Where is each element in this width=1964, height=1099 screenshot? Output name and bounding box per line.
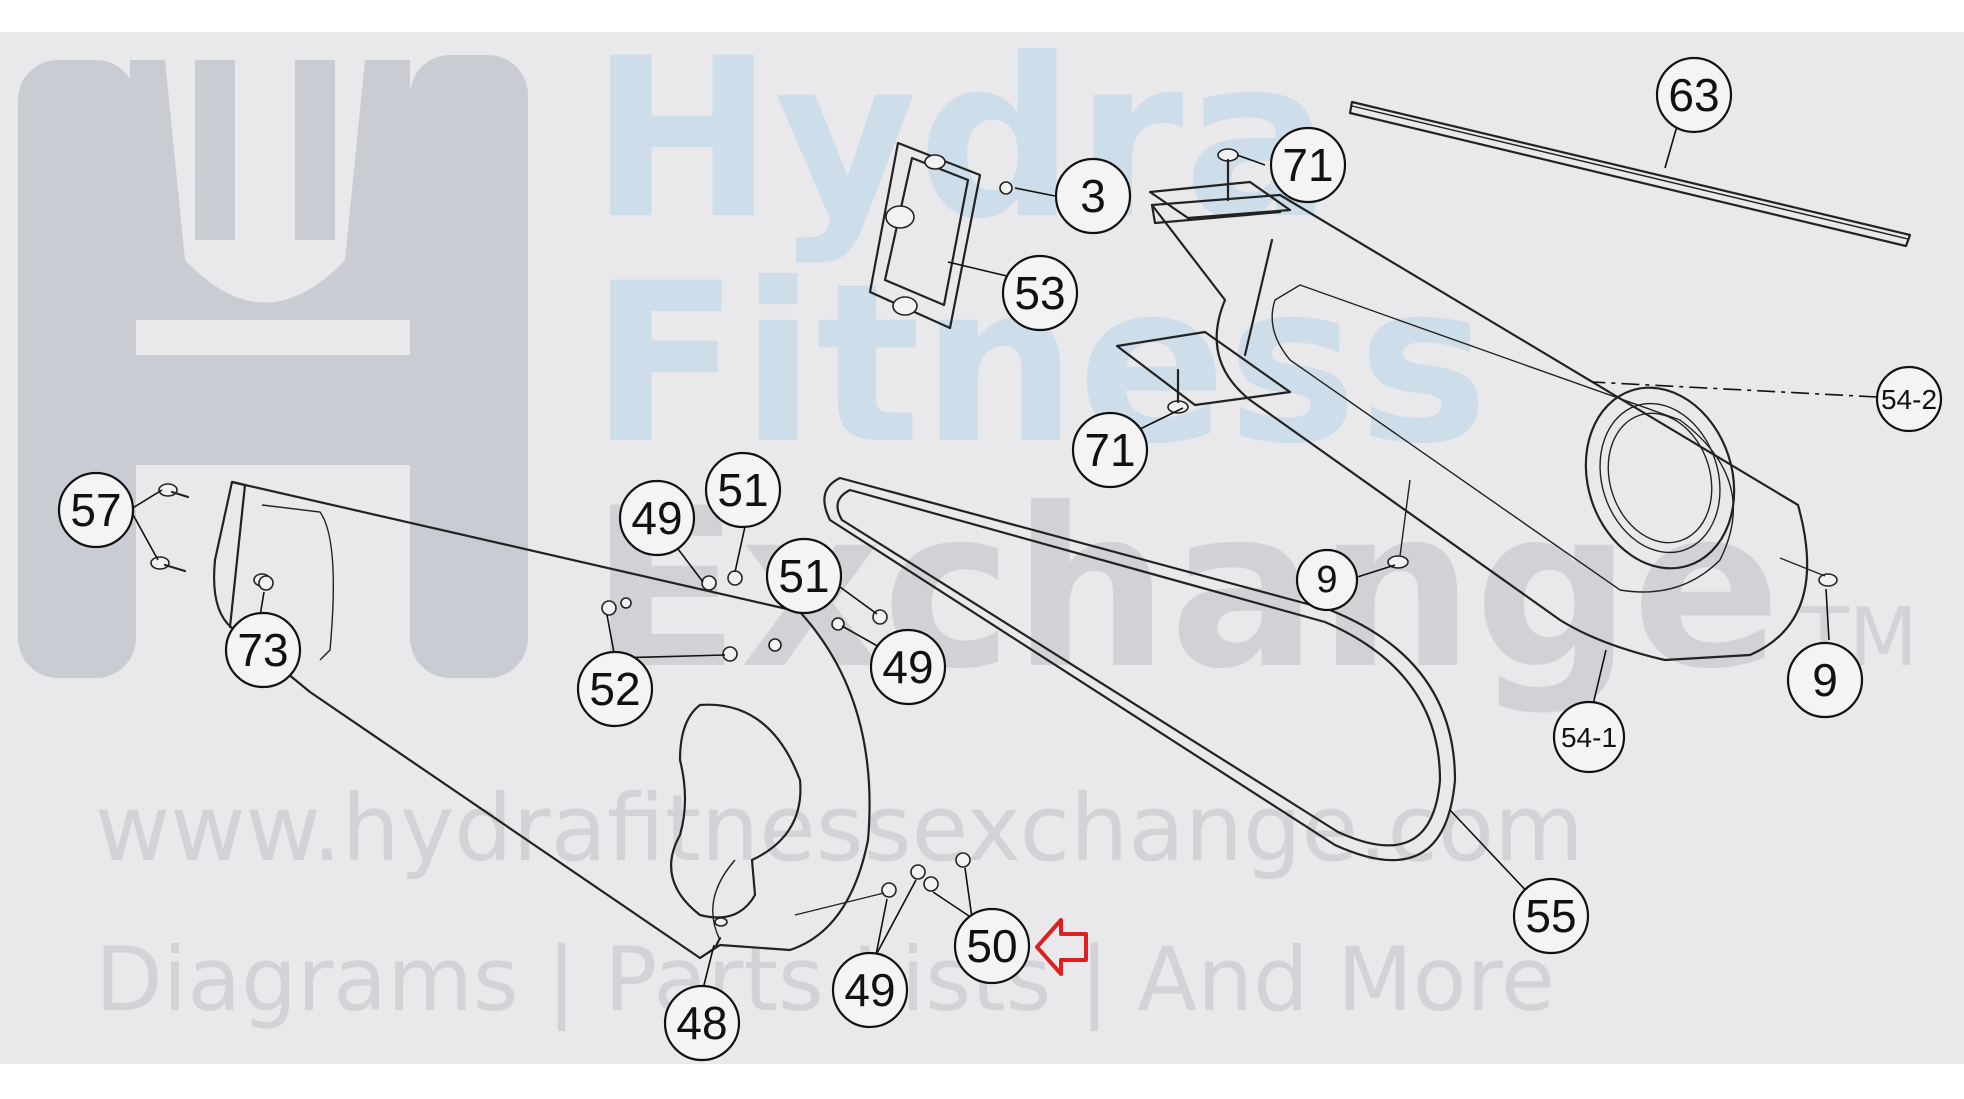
callout-71-mid-label: 71 bbox=[1084, 424, 1135, 476]
callout-63: 63 bbox=[1655, 56, 1733, 134]
watermark-url: www.hydrafitnessexchange.com bbox=[95, 775, 1584, 882]
watermark: Hydra Fitness Exchange TM www.hydrafitne… bbox=[18, 11, 1918, 1032]
part-63-strip bbox=[1348, 100, 1912, 248]
callout-49-b: 49 bbox=[869, 628, 947, 706]
hardware-71-top bbox=[1217, 148, 1239, 202]
callout-51-b-label: 51 bbox=[778, 550, 829, 602]
watermark-tagline: Diagrams | Parts Lists | And More bbox=[95, 928, 1555, 1032]
hardware-9-a bbox=[1387, 479, 1411, 569]
callout-9-a: 9 bbox=[1295, 548, 1359, 612]
hardware-57 bbox=[150, 483, 190, 573]
arrow-left-icon bbox=[1035, 918, 1088, 976]
callout-48: 48 bbox=[663, 984, 741, 1062]
callout-9-a-label: 9 bbox=[1316, 559, 1337, 601]
callout-49-c: 49 bbox=[831, 951, 909, 1029]
callout-52-label: 52 bbox=[589, 663, 640, 715]
callout-54-2: 54-2 bbox=[1875, 365, 1943, 433]
hardware-73 bbox=[258, 575, 274, 591]
callout-52: 52 bbox=[576, 650, 654, 728]
callout-54-2-label: 54-2 bbox=[1881, 384, 1937, 415]
callout-50: 50 bbox=[953, 907, 1031, 985]
callout-49-a: 49 bbox=[618, 479, 696, 557]
callout-50-label: 50 bbox=[966, 920, 1017, 972]
callout-9-b-label: 9 bbox=[1812, 654, 1838, 706]
callout-9-b: 9 bbox=[1786, 641, 1864, 719]
callout-73-label: 73 bbox=[237, 624, 288, 676]
callout-71-top-label: 71 bbox=[1282, 139, 1333, 191]
callout-3: 3 bbox=[1054, 157, 1132, 235]
callout-48-label: 48 bbox=[676, 997, 727, 1049]
hardware-9-b bbox=[1779, 557, 1838, 587]
callout-55-label: 55 bbox=[1525, 890, 1576, 942]
callout-49-a-label: 49 bbox=[631, 492, 682, 544]
callout-53-label: 53 bbox=[1014, 267, 1065, 319]
callout-57-label: 57 bbox=[70, 484, 121, 536]
callout-51-b: 51 bbox=[765, 537, 843, 615]
callout-71-top: 71 bbox=[1269, 126, 1347, 204]
callout-49-c-label: 49 bbox=[844, 964, 895, 1016]
part-54-chain-guard bbox=[1115, 180, 1809, 662]
hardware-71-mid bbox=[1167, 368, 1189, 414]
watermark-logo bbox=[18, 55, 528, 678]
callout-3-label: 3 bbox=[1080, 170, 1106, 222]
callout-73: 73 bbox=[224, 611, 302, 689]
callout-57: 57 bbox=[57, 471, 135, 549]
callout-51-a: 51 bbox=[704, 451, 782, 529]
callout-55: 55 bbox=[1512, 877, 1590, 955]
callout-63-label: 63 bbox=[1668, 69, 1719, 121]
callout-49-b-label: 49 bbox=[882, 641, 933, 693]
callout-51-a-label: 51 bbox=[717, 464, 768, 516]
hardware-cluster-50 bbox=[794, 852, 971, 916]
callout-54-1-label: 54-1 bbox=[1561, 722, 1617, 753]
callout-71-mid: 71 bbox=[1071, 411, 1149, 489]
callout-53: 53 bbox=[1001, 254, 1079, 332]
part-55-chain bbox=[823, 476, 1457, 862]
part-53-bracket bbox=[868, 141, 1013, 330]
watermark-brand-line-1: Hydra bbox=[590, 11, 1332, 267]
callout-54-1: 54-1 bbox=[1552, 700, 1626, 774]
callouts: 63 71 3 53 54-2 71 51 49 bbox=[57, 56, 1943, 1062]
hardware-cluster-49-51-52 bbox=[601, 570, 888, 662]
